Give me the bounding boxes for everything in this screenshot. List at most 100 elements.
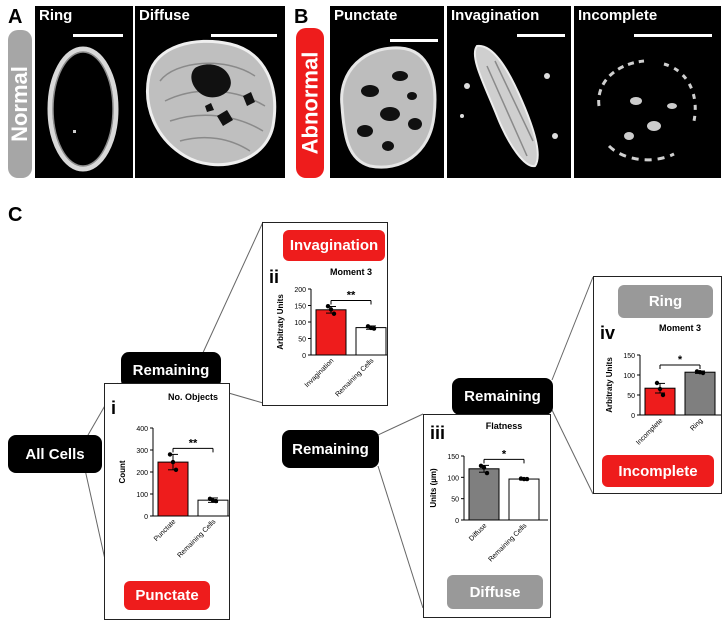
category-label: Remaining Cells bbox=[334, 357, 375, 398]
node-all-cells: All Cells bbox=[8, 435, 102, 473]
y-tick-label: 200 bbox=[136, 470, 148, 477]
chart-id-label: i bbox=[111, 398, 116, 418]
category-label: Remaining Cells bbox=[176, 518, 217, 559]
data-point bbox=[484, 470, 490, 476]
category-label: Punctate bbox=[153, 518, 178, 543]
data-point bbox=[328, 307, 334, 312]
y-tick-label: 0 bbox=[144, 514, 148, 521]
data-point bbox=[170, 459, 176, 465]
significance-label: * bbox=[502, 448, 507, 460]
y-tick-label: 200 bbox=[294, 287, 306, 294]
punctate-label: Punctate bbox=[334, 7, 398, 24]
y-tick-label: 50 bbox=[298, 337, 306, 344]
chart-id-label: ii bbox=[269, 267, 279, 287]
chart-id-label: iii bbox=[430, 423, 445, 443]
panel-a-letter: A bbox=[8, 6, 23, 28]
y-tick-label: 100 bbox=[447, 475, 459, 482]
scale-bar bbox=[73, 34, 123, 37]
y-tick-label: 50 bbox=[451, 497, 459, 504]
node-remaining: Remaining bbox=[121, 352, 221, 388]
y-tick-label: 0 bbox=[302, 353, 306, 360]
abnormal-group-label: Abnormal bbox=[296, 28, 324, 178]
result-tag-punctate: Punctate bbox=[124, 581, 210, 610]
data-point bbox=[657, 386, 663, 392]
panel-c-letter: C bbox=[8, 204, 23, 226]
punctate-cell-image bbox=[340, 46, 437, 169]
data-point bbox=[213, 498, 219, 504]
bar bbox=[157, 461, 189, 517]
micrograph-incomplete: Incomplete bbox=[574, 6, 721, 178]
data-point bbox=[173, 467, 179, 472]
significance-label: * bbox=[678, 354, 683, 366]
diffuse-cell-image bbox=[146, 39, 277, 167]
micrograph-diffuse: Diffuse bbox=[135, 6, 285, 178]
y-tick-label: 0 bbox=[631, 413, 635, 420]
invagination-cell-image bbox=[460, 44, 558, 168]
y-tick-label: 300 bbox=[136, 448, 148, 455]
y-tick-label: 100 bbox=[136, 492, 148, 499]
result-tag-incomplete: Incomplete bbox=[602, 455, 714, 487]
data-point bbox=[371, 326, 377, 331]
y-axis-label: Count bbox=[118, 460, 127, 483]
bar bbox=[468, 468, 500, 521]
y-tick-label: 150 bbox=[294, 304, 306, 311]
data-point bbox=[481, 465, 487, 470]
data-point bbox=[700, 370, 706, 376]
result-tag-invagination: Invagination bbox=[283, 230, 385, 261]
significance-label: ** bbox=[347, 289, 356, 301]
y-tick-label: 150 bbox=[623, 353, 635, 360]
category-label: Remaining Cells bbox=[487, 522, 528, 563]
data-point bbox=[167, 452, 173, 457]
panel-b-letter: B bbox=[294, 6, 309, 28]
ring-label: Ring bbox=[39, 7, 73, 24]
scale-bar bbox=[390, 39, 438, 42]
micrograph-ring: Ring bbox=[35, 6, 133, 178]
scale-bar bbox=[211, 34, 277, 37]
category-label: Diffuse bbox=[468, 522, 488, 542]
y-tick-label: 100 bbox=[294, 320, 306, 327]
chart-title: Moment 3 bbox=[330, 267, 372, 277]
node-remaining: Remaining bbox=[282, 430, 379, 468]
micrograph-invagination: Invagination bbox=[447, 6, 571, 178]
bar bbox=[684, 371, 716, 416]
bar bbox=[355, 327, 387, 356]
y-tick-label: 0 bbox=[455, 518, 459, 525]
bar bbox=[315, 309, 347, 356]
y-axis-label: Arbitraty Units bbox=[605, 357, 614, 413]
invagination-label: Invagination bbox=[451, 7, 540, 24]
scale-bar bbox=[517, 34, 565, 37]
node-remaining: Remaining bbox=[452, 378, 553, 415]
category-label: Incomplete bbox=[635, 417, 664, 446]
y-tick-label: 50 bbox=[627, 393, 635, 400]
y-tick-label: 150 bbox=[447, 454, 459, 461]
data-point bbox=[524, 476, 530, 482]
incomplete-cell-image bbox=[597, 59, 697, 162]
data-point bbox=[660, 392, 666, 398]
y-tick-label: 100 bbox=[623, 373, 635, 380]
normal-group-label: Normal bbox=[7, 30, 32, 178]
scale-bar bbox=[634, 34, 712, 37]
micrograph-punctate: Punctate bbox=[330, 6, 444, 178]
category-label: Invagination bbox=[304, 357, 336, 389]
chart-title: Flatness bbox=[486, 421, 523, 431]
category-label: Ring bbox=[689, 417, 704, 432]
diffuse-label: Diffuse bbox=[139, 7, 190, 24]
significance-label: ** bbox=[189, 437, 198, 449]
result-tag-diffuse: Diffuse bbox=[447, 575, 543, 609]
incomplete-label: Incomplete bbox=[578, 7, 658, 24]
chart-title: Moment 3 bbox=[659, 323, 701, 333]
y-tick-label: 400 bbox=[136, 426, 148, 433]
y-axis-label: Units (µm) bbox=[429, 468, 438, 508]
chart-title: No. Objects bbox=[168, 392, 218, 402]
data-point bbox=[654, 380, 660, 386]
top-tag-ring: Ring bbox=[618, 285, 713, 318]
